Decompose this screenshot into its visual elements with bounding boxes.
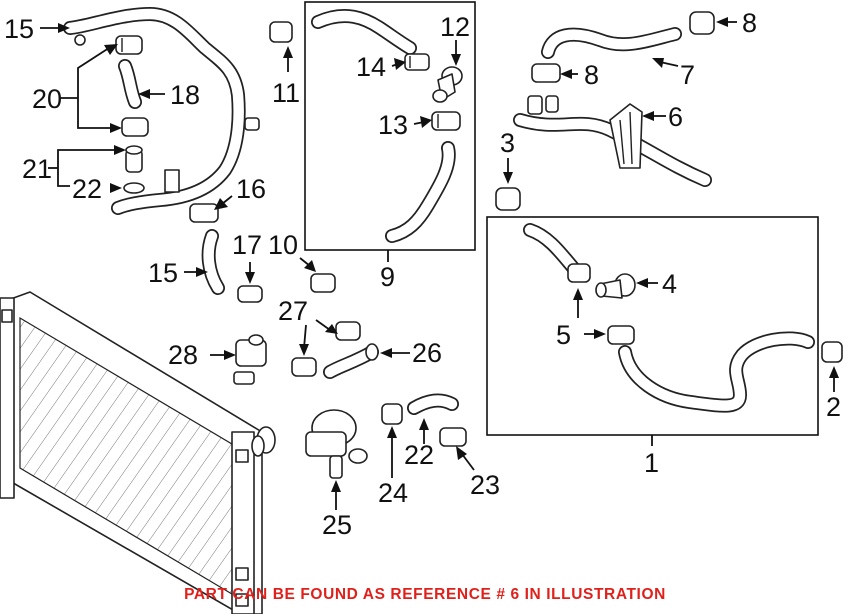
hose-16: [201, 229, 225, 295]
hose-23: [407, 393, 459, 415]
callout-17: 16: [236, 174, 266, 204]
hose-27: [323, 343, 379, 379]
callout-11: 11: [272, 78, 300, 108]
clamp-3: [495, 187, 521, 211]
callout-29: 28: [168, 340, 198, 370]
callout-4: 4: [662, 269, 677, 299]
clamp-8-mid: [531, 63, 561, 83]
leader-lines: [40, 17, 839, 510]
clamp-10: [310, 273, 336, 293]
callout-16: 15: [148, 258, 178, 288]
callout-21: 21: [22, 154, 52, 184]
clamp-18: [237, 285, 263, 303]
clamp-24: [439, 427, 467, 447]
callout-19: 18: [170, 80, 200, 110]
reference-note: PART CAN BE FOUND AS REFERENCE # 6 IN IL…: [184, 586, 666, 603]
water-pump-26: [305, 409, 368, 479]
clamp-11: [269, 21, 293, 43]
callout-8-top: 8: [742, 8, 757, 38]
callout-26: 25: [322, 510, 352, 540]
callout-2: 2: [826, 392, 841, 422]
assembly-box-1: [486, 216, 819, 436]
fitting-21: [125, 145, 143, 173]
callout-27: 26: [412, 338, 442, 368]
callout-1: 1: [644, 448, 659, 478]
coolant-pipe-15: [63, 7, 260, 215]
callout-18: 17: [232, 230, 262, 260]
callout-9: 9: [380, 262, 395, 292]
callout-8-mid: 8: [584, 60, 599, 90]
callout-25: 24: [378, 478, 408, 508]
callout-6: 6: [668, 102, 683, 132]
callout-28: 27: [278, 296, 308, 326]
assembly-box-9: [304, 1, 476, 251]
callout-20: 20: [32, 84, 62, 114]
coolant-pipe-6: [513, 95, 712, 187]
callout-13: 13: [378, 110, 408, 140]
callout-23: 22: [404, 440, 434, 470]
clamp-20-top: [115, 35, 143, 55]
clamp-2: [821, 341, 843, 363]
callout-10: 10: [268, 230, 298, 260]
callout-14: 14: [356, 52, 386, 82]
callout-15: 15: [4, 14, 34, 44]
clamp-28-top: [335, 321, 361, 341]
clamp-8-top: [689, 11, 715, 35]
callout-22: 22: [72, 174, 102, 204]
hose-7: [541, 27, 682, 59]
callout-24: 23: [470, 470, 500, 500]
clamp-28-bottom: [291, 357, 317, 377]
o-ring-22: [123, 182, 145, 194]
valve-29: [233, 334, 267, 385]
callout-12: 12: [440, 12, 470, 42]
clamp-17: [189, 203, 219, 223]
callout-numbers: 15 20 18 21 22 16 17 15 11 10 27 26 28 1…: [4, 8, 841, 540]
radiator: [0, 291, 276, 614]
callout-3: 3: [500, 128, 515, 158]
clamp-20-bottom: [121, 117, 149, 137]
callout-5: 5: [556, 320, 571, 350]
clamp-25: [381, 403, 403, 425]
callout-7: 7: [680, 60, 695, 90]
hose-19: [118, 59, 142, 109]
